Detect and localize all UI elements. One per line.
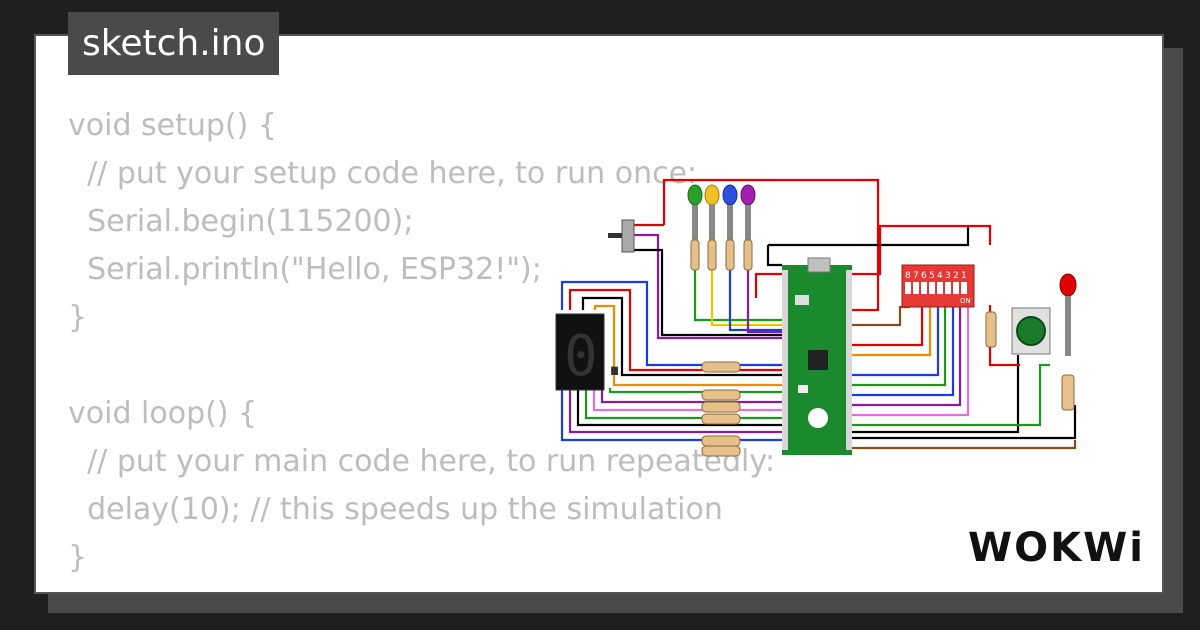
dip-number: 1	[961, 271, 967, 281]
dip-switch: 8 7 6 5 4 3 2 1 ON	[901, 264, 975, 308]
dip-on-label: ON	[960, 297, 971, 305]
code-line: }	[68, 300, 88, 335]
dip-number: 4	[937, 271, 943, 281]
code-line: Serial.begin(115200);	[68, 204, 414, 239]
push-button	[1011, 307, 1051, 355]
code-line: }	[68, 540, 88, 575]
dip-number: 3	[945, 271, 951, 281]
dip-number: 7	[913, 271, 919, 281]
pico-board	[782, 257, 852, 455]
code-line: // put your setup code here, to run once…	[68, 156, 698, 191]
code-line: Serial.println("Hello, ESP32!");	[68, 252, 542, 287]
resistor-led	[690, 239, 753, 271]
dip-number: 5	[929, 271, 935, 281]
code-line: delay(10); // this speeds up the simulat…	[68, 492, 723, 527]
circuit-diagram: 0. 8 7 6 5 4 3 2 1 ON	[555, 178, 1077, 457]
led-yellow	[704, 184, 720, 245]
code-line: void setup() {	[68, 108, 277, 143]
seven-segment-digit: 0.	[564, 324, 631, 389]
dip-number: 2	[953, 271, 959, 281]
wires	[560, 178, 1077, 450]
led-purple	[740, 184, 756, 245]
wokwi-logo: WOKWi	[968, 525, 1145, 571]
slide-switch	[608, 219, 635, 253]
led-green	[687, 184, 703, 245]
led-red	[1059, 273, 1077, 411]
file-name-tag: sketch.ino	[68, 12, 280, 75]
code-line: void loop() {	[68, 396, 258, 431]
dip-number: 6	[921, 271, 927, 281]
code-preview: void setup() { // put your setup code he…	[68, 102, 775, 582]
dip-number: 8	[905, 271, 911, 281]
seven-segment-display: 0.	[555, 313, 631, 391]
resistor-dip	[985, 311, 997, 348]
led-blue	[722, 184, 738, 245]
code-line: // put your main code here, to run repea…	[68, 444, 776, 479]
resistor-row	[701, 361, 741, 457]
